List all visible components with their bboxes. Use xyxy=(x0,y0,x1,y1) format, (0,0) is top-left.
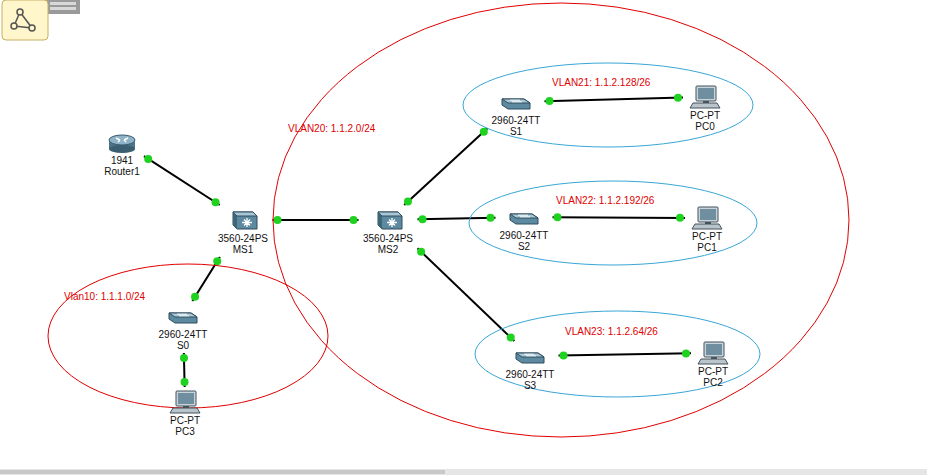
device-model: PC-PT xyxy=(165,415,205,426)
link-status-dot xyxy=(507,334,515,342)
vlan-label: VLAN21: 1.1.2.128/26 xyxy=(552,77,650,89)
switch-device: 2960-24TTS3 xyxy=(504,343,557,391)
vlan-subnet-region: VLAN22: 1.1.2.192/262960-24TTS2PC-PTPC1 xyxy=(468,180,758,266)
device-model: 3560-24PS xyxy=(216,233,271,244)
router-icon xyxy=(104,129,140,155)
vlan-label: VLAN22: 1.1.2.192/26 xyxy=(556,195,654,207)
switch-icon xyxy=(506,204,542,230)
link-status-dot xyxy=(191,293,199,301)
cable-link xyxy=(418,214,496,224)
vlan-subnet-region: VLAN23: 1.1.2.64/26 2960-24TTS3 PC-PTPC2 xyxy=(474,310,761,398)
link-status-dot xyxy=(487,214,495,222)
link-status-dot xyxy=(180,354,188,362)
device-name: PC3 xyxy=(165,426,205,437)
link-status-dot xyxy=(682,349,690,357)
logical-view-icon xyxy=(2,0,48,40)
region-outline xyxy=(272,2,850,438)
device-model: 2960-24TT xyxy=(504,369,557,380)
link-status-dot xyxy=(553,213,561,221)
link-status-dot xyxy=(417,248,425,256)
vlan-region: VLAN20: 1.1.2.0/24 3560-24PSMS2 VLAN21: 1.… xyxy=(272,2,850,438)
pc-icon xyxy=(689,205,725,231)
device-model: PC-PT xyxy=(687,231,727,242)
switch-icon xyxy=(512,343,548,369)
vlan-region: Vlan10: 1.1.1.0/242960-24TTS0PC-PTPC3 xyxy=(47,263,329,409)
cable-link xyxy=(545,94,684,105)
link-status-dot xyxy=(418,215,426,223)
device-model: PC-PT xyxy=(685,110,725,121)
device-name: PC2 xyxy=(693,377,733,388)
device-model: 2960-24TT xyxy=(157,329,210,340)
mls-device: 3560-24PSMS2 xyxy=(361,207,416,255)
switch-icon xyxy=(498,89,534,115)
switch-device: 2960-24TTS2 xyxy=(498,204,551,252)
vlan-label: Vlan10: 1.1.1.0/24 xyxy=(64,291,145,303)
device-name: PC0 xyxy=(685,121,725,132)
device-model: 2960-24TT xyxy=(490,115,543,126)
device-name: S2 xyxy=(498,241,551,252)
switch-device: 2960-24TTS1 xyxy=(490,89,543,137)
mls-icon xyxy=(370,207,406,233)
router-device: 1941Router1 xyxy=(102,129,142,177)
switch-icon xyxy=(165,303,201,329)
link-status-dot xyxy=(181,378,189,386)
device-model: 2960-24TT xyxy=(498,230,551,241)
cable-link xyxy=(180,353,189,387)
scroll-bar xyxy=(0,469,927,475)
mls-device: 3560-24PSMS1 xyxy=(216,207,271,255)
link-status-dot xyxy=(559,351,567,359)
device-name: Router1 xyxy=(102,166,142,177)
device-name: MS1 xyxy=(216,244,271,255)
pc-icon xyxy=(695,340,731,366)
link-status-dot xyxy=(350,216,358,224)
device-model: 3560-24PS xyxy=(361,233,416,244)
link-status-dot xyxy=(480,128,488,136)
link-status-dot xyxy=(545,97,553,105)
cable-link xyxy=(417,248,515,342)
pc-device: PC-PTPC2 xyxy=(693,340,733,388)
link-status-dot xyxy=(274,216,282,224)
cable-link xyxy=(404,128,488,206)
cable-link xyxy=(144,155,220,206)
device-name: S1 xyxy=(490,126,543,137)
link-status-dot xyxy=(676,214,684,222)
pc-device: PC-PTPC0 xyxy=(685,84,725,132)
device-name: PC1 xyxy=(687,242,727,253)
link-status-dot xyxy=(213,257,221,265)
toolbar-stripe xyxy=(46,0,80,14)
pc-icon xyxy=(687,84,723,110)
vlan-label: VLAN23: 1.1.2.64/26 xyxy=(565,326,658,338)
pc-device: PC-PTPC1 xyxy=(687,205,727,253)
cable-link xyxy=(559,349,692,359)
vlan-subnet-region: VLAN21: 1.1.2.128/26 2960-24TTS1 PC-PTPC0 xyxy=(462,62,754,148)
device-name: S3 xyxy=(504,380,557,391)
switch-device: 2960-24TTS0 xyxy=(157,303,210,351)
vlan-label: VLAN20: 1.1.2.0/24 xyxy=(288,123,375,135)
cable-link xyxy=(553,213,686,222)
link-status-dot xyxy=(674,94,682,102)
pc-device: PC-PTPC3 xyxy=(165,389,205,437)
device-model: PC-PT xyxy=(693,366,733,377)
region-outline xyxy=(468,180,758,266)
device-model: 1941 xyxy=(102,155,142,166)
cable-link xyxy=(273,216,359,224)
device-name: MS2 xyxy=(361,244,416,255)
mls-icon xyxy=(225,207,261,233)
link-status-dot xyxy=(212,198,220,206)
device-name: S0 xyxy=(157,340,210,351)
link-status-dot xyxy=(144,155,152,163)
link-status-dot xyxy=(404,198,412,206)
pc-icon xyxy=(167,389,203,415)
